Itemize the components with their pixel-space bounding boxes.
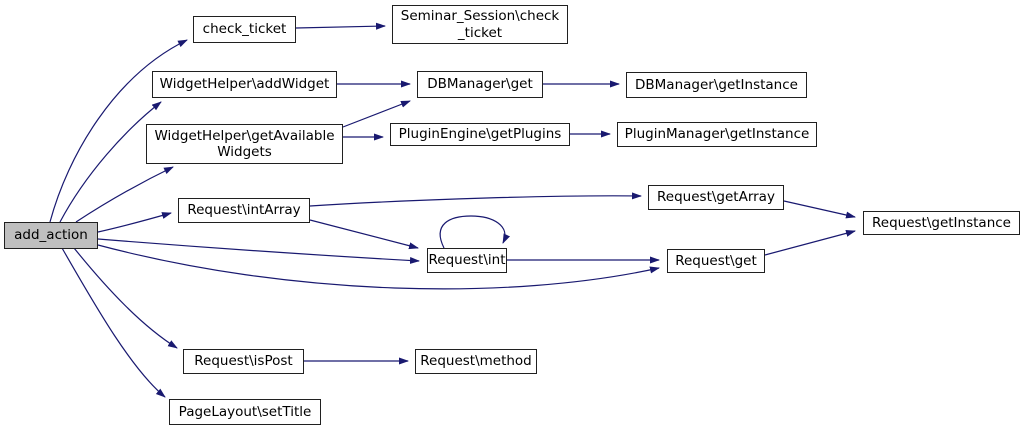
- edge-request_getarray-request_getinstance: [783, 200, 856, 219]
- node-label: Request\method: [420, 353, 532, 370]
- node-label: DBManager\getInstance: [635, 76, 798, 93]
- edge-add_action-pagelayout_settitle: [61, 247, 166, 398]
- node-request-int[interactable]: Request\int: [427, 248, 507, 273]
- edge-add_action-request_ispost: [73, 247, 178, 349]
- node-label: DBManager\get: [427, 76, 533, 93]
- node-label: PageLayout\setTitle: [178, 403, 312, 420]
- node-label-line2: _ticket: [457, 24, 503, 41]
- node-pluginengine-getplugins[interactable]: PluginEngine\getPlugins: [390, 123, 570, 146]
- edge-request_get-request_getinstance: [764, 229, 856, 256]
- node-label: Request\int: [428, 252, 506, 269]
- node-widgethelper-addwidget[interactable]: WidgetHelper\addWidget: [152, 71, 337, 98]
- node-label: check_ticket: [202, 21, 287, 38]
- node-request-intarray[interactable]: Request\intArray: [178, 198, 310, 223]
- node-label: Request\isPost: [194, 353, 293, 370]
- edge-add_action-request_int: [97, 238, 420, 264]
- edge-request_intarray-request_int: [309, 219, 419, 250]
- node-label-line1: WidgetHelper\getAvailable: [154, 127, 335, 144]
- node-request-getinstance[interactable]: Request\getInstance: [863, 211, 1020, 235]
- edge-add_action-request_get: [97, 244, 660, 290]
- edge-add_action-getavailablewidgets: [75, 166, 174, 223]
- node-label: Request\get: [675, 252, 757, 269]
- node-label-line2: Widgets: [217, 144, 272, 160]
- node-request-ispost[interactable]: Request\isPost: [183, 349, 304, 374]
- node-label: PluginEngine\getPlugins: [398, 126, 562, 143]
- node-label-line1: Seminar_Session\check: [400, 8, 560, 25]
- node-label: WidgetHelper\addWidget: [159, 76, 330, 93]
- edge-request_intarray-request_getarray: [309, 192, 642, 207]
- node-label: add_action: [14, 227, 88, 244]
- edge-request_int-self-loop: [439, 215, 510, 249]
- node-check-ticket[interactable]: check_ticket: [193, 16, 296, 43]
- node-seminar-session-check-ticket[interactable]: Seminar_Session\check _ticket: [392, 5, 568, 44]
- node-label: Request\intArray: [187, 202, 301, 219]
- node-pluginmanager-getinstance[interactable]: PluginManager\getInstance: [617, 122, 817, 147]
- node-label: Request\getInstance: [872, 214, 1011, 231]
- edge-check_ticket-seminar: [295, 22, 386, 30]
- node-request-get[interactable]: Request\get: [667, 249, 765, 273]
- node-add-action: add_action: [4, 222, 98, 249]
- edge-add_action-request_intarray: [97, 212, 172, 233]
- node-dbmanager-get[interactable]: DBManager\get: [417, 71, 543, 98]
- node-label: Request\getArray: [657, 189, 775, 206]
- node-request-getarray[interactable]: Request\getArray: [648, 185, 784, 210]
- node-label: PluginManager\getInstance: [624, 126, 810, 143]
- node-request-method[interactable]: Request\method: [415, 349, 537, 374]
- node-dbmanager-getinstance[interactable]: DBManager\getInstance: [626, 72, 807, 98]
- node-pagelayout-settitle[interactable]: PageLayout\setTitle: [169, 399, 321, 425]
- node-widgethelper-getavailablewidgets[interactable]: WidgetHelper\getAvailable Widgets: [146, 124, 343, 164]
